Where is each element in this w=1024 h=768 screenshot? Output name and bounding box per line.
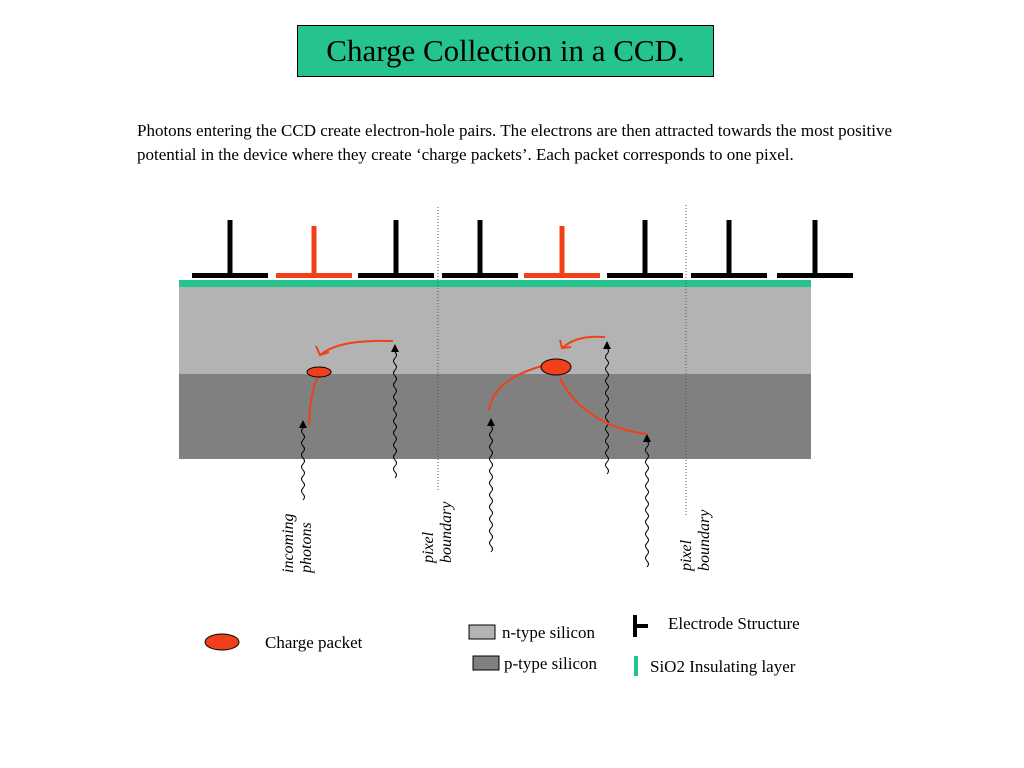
legend-p-type-swatch [472,655,500,671]
intro-text: Photons entering the CCD create electron… [137,121,892,164]
charge-path-2a [561,335,606,349]
electrode-bar-5 [524,273,600,278]
incoming-label-line1: incoming [280,513,297,573]
electrode-stem-5 [559,226,565,273]
electrode-structure [192,220,853,278]
electrode-stem-7 [726,220,732,273]
photon-wave-5 [645,440,649,568]
electrode-stem-6 [642,220,648,273]
p-type-silicon-layer [179,374,811,459]
pixel-boundary-label-right: pixel boundary [678,510,714,571]
electrode-stem-1 [227,220,233,273]
photon-arrowhead-1 [299,420,307,428]
legend-p-type-label: p-type silicon [504,654,598,673]
charge-packet-right [540,358,572,376]
photon-wave-1 [301,426,305,501]
legend-charge-packet-label: Charge packet [265,633,363,652]
electrode-bar-3 [358,273,434,278]
electrode-bar-4 [442,273,518,278]
pixel-boundary-label-left: pixel boundary [420,502,456,563]
arrowhead-2 [559,339,572,350]
photon-wave-3 [489,424,493,553]
legend-sio2-label: SiO2 Insulating layer [650,657,796,676]
charge-path-2b [488,365,543,411]
sio2-layer [179,280,811,287]
boundary-left-line1: pixel [420,531,437,563]
charge-path-1a [319,339,394,356]
arrowhead-1 [315,345,330,357]
legend-electrode-label: Electrode Structure [668,614,800,633]
page-title: Charge Collection in a CCD. [326,33,685,68]
legend-sio2-swatch [634,656,638,676]
photon-arrowhead-2 [391,344,399,352]
charge-paths [308,335,648,435]
boundary-left-line2: boundary [438,501,455,563]
electrode-bar-6 [607,273,683,278]
charge-path-1b [308,376,319,426]
n-type-silicon-layer [179,286,811,374]
incoming-photons-label: incoming photons [280,513,316,573]
legend-electrode-icon [633,615,648,637]
charge-path-2c [559,377,648,435]
legend-n-type-swatch [468,624,496,640]
incoming-label-line2: photons [298,522,315,573]
legend-n-type-label: n-type silicon [502,623,596,642]
electrode-stem-4 [477,220,483,273]
electrode-stem-8 [812,220,818,273]
photon-wave-4 [605,347,609,475]
charge-packet-left [306,366,332,378]
electrode-bar-7 [691,273,767,278]
boundary-right-line1: pixel [678,539,695,571]
electrode-bar-2 [276,273,352,278]
electrode-stem-2 [311,226,317,273]
photon-arrowhead-3 [487,418,495,426]
electrode-stem-3 [393,220,399,273]
legend-charge-packet-swatch [204,633,240,651]
photon-arrowhead-4 [603,341,611,349]
title-box: Charge Collection in a CCD. [297,25,714,77]
photon-group [299,341,651,568]
boundary-right-line2: boundary [696,509,713,571]
electrode-bar-1 [192,273,268,278]
photon-arrowhead-5 [643,434,651,442]
electrode-bar-8 [777,273,853,278]
charge-arrowheads [315,339,572,357]
photon-wave-2 [393,350,397,479]
